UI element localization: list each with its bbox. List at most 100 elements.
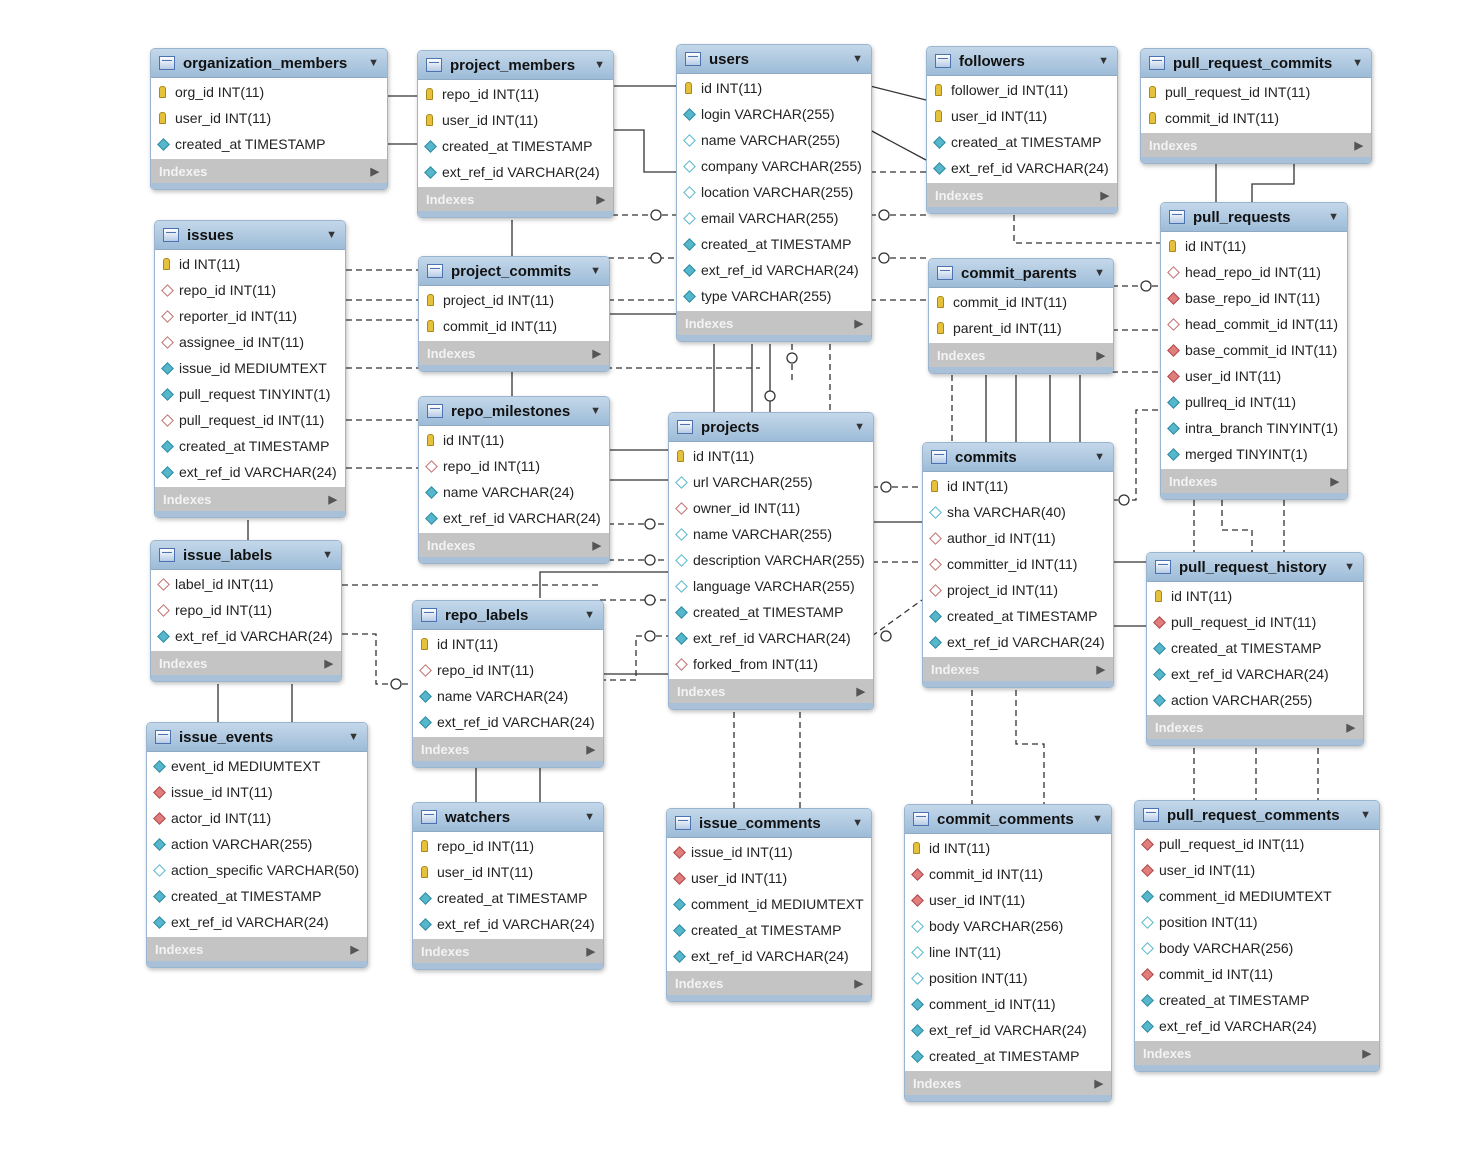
table-header[interactable]: projects ▼: [669, 413, 873, 442]
column-row[interactable]: ext_ref_id VARCHAR(24): [147, 909, 367, 935]
indexes-bar[interactable]: Indexes▶: [1141, 133, 1371, 157]
indexes-bar[interactable]: Indexes▶: [905, 1071, 1111, 1095]
column-row[interactable]: pull_request_id INT(11): [155, 407, 345, 433]
expand-indexes-icon[interactable]: ▶: [324, 657, 333, 670]
table-header[interactable]: issue_comments ▼: [667, 809, 871, 838]
indexes-bar[interactable]: Indexes▶: [413, 939, 603, 963]
collapse-arrow-icon[interactable]: ▼: [1352, 57, 1363, 69]
column-row[interactable]: comment_id INT(11): [905, 991, 1111, 1017]
column-row[interactable]: assignee_id INT(11): [155, 329, 345, 355]
column-row[interactable]: follower_id INT(11): [927, 77, 1117, 103]
collapse-arrow-icon[interactable]: ▼: [852, 53, 863, 65]
column-row[interactable]: ext_ref_id VARCHAR(24): [413, 911, 603, 937]
table-header[interactable]: project_commits ▼: [419, 257, 609, 286]
table-header[interactable]: pull_request_commits ▼: [1141, 49, 1371, 78]
column-row[interactable]: repo_id INT(11): [418, 81, 613, 107]
column-row[interactable]: email VARCHAR(255): [677, 205, 871, 231]
collapse-arrow-icon[interactable]: ▼: [584, 811, 595, 823]
collapse-arrow-icon[interactable]: ▼: [348, 731, 359, 743]
expand-indexes-icon[interactable]: ▶: [596, 193, 605, 206]
column-row[interactable]: forked_from INT(11): [669, 651, 873, 677]
column-row[interactable]: repo_id INT(11): [151, 597, 341, 623]
expand-indexes-icon[interactable]: ▶: [328, 493, 337, 506]
indexes-bar[interactable]: Indexes▶: [151, 651, 341, 675]
column-row[interactable]: ext_ref_id VARCHAR(24): [418, 159, 613, 185]
table-users[interactable]: users ▼ id INT(11) login VARCHAR(255) na…: [676, 44, 872, 342]
table-project-commits[interactable]: project_commits ▼ project_id INT(11) com…: [418, 256, 610, 372]
expand-indexes-icon[interactable]: ▶: [592, 539, 601, 552]
column-row[interactable]: position INT(11): [905, 965, 1111, 991]
column-row[interactable]: intra_branch TINYINT(1): [1161, 415, 1347, 441]
column-row[interactable]: ext_ref_id VARCHAR(24): [667, 943, 871, 969]
indexes-bar[interactable]: Indexes▶: [419, 341, 609, 365]
column-row[interactable]: created_at TIMESTAMP: [677, 231, 871, 257]
table-header[interactable]: commit_parents ▼: [929, 259, 1113, 288]
column-row[interactable]: commit_id INT(11): [419, 313, 609, 339]
column-row[interactable]: ext_ref_id VARCHAR(24): [419, 505, 609, 531]
indexes-bar[interactable]: Indexes▶: [927, 183, 1117, 207]
column-row[interactable]: committer_id INT(11): [923, 551, 1113, 577]
table-header[interactable]: users ▼: [677, 45, 871, 74]
expand-indexes-icon[interactable]: ▶: [1362, 1047, 1371, 1060]
column-row[interactable]: pull_request_id INT(11): [1147, 609, 1363, 635]
indexes-bar[interactable]: Indexes▶: [1135, 1041, 1379, 1065]
column-row[interactable]: repo_id INT(11): [155, 277, 345, 303]
column-row[interactable]: user_id INT(11): [667, 865, 871, 891]
table-commit-comments[interactable]: commit_comments ▼ id INT(11) commit_id I…: [904, 804, 1112, 1102]
column-row[interactable]: ext_ref_id VARCHAR(24): [413, 709, 603, 735]
collapse-arrow-icon[interactable]: ▼: [854, 421, 865, 433]
column-row[interactable]: head_repo_id INT(11): [1161, 259, 1347, 285]
collapse-arrow-icon[interactable]: ▼: [1094, 451, 1105, 463]
table-pull-request-commits[interactable]: pull_request_commits ▼ pull_request_id I…: [1140, 48, 1372, 164]
column-row[interactable]: merged TINYINT(1): [1161, 441, 1347, 467]
column-row[interactable]: created_at TIMESTAMP: [151, 131, 387, 157]
table-header[interactable]: repo_labels ▼: [413, 601, 603, 630]
column-row[interactable]: head_commit_id INT(11): [1161, 311, 1347, 337]
expand-indexes-icon[interactable]: ▶: [1346, 721, 1355, 734]
column-row[interactable]: pullreq_id INT(11): [1161, 389, 1347, 415]
column-row[interactable]: pull_request TINYINT(1): [155, 381, 345, 407]
column-row[interactable]: pull_request_id INT(11): [1141, 79, 1371, 105]
expand-indexes-icon[interactable]: ▶: [1096, 663, 1105, 676]
column-row[interactable]: created_at TIMESTAMP: [155, 433, 345, 459]
column-row[interactable]: issue_id MEDIUMTEXT: [155, 355, 345, 381]
column-row[interactable]: created_at TIMESTAMP: [1147, 635, 1363, 661]
indexes-bar[interactable]: Indexes▶: [677, 311, 871, 335]
column-row[interactable]: created_at TIMESTAMP: [905, 1043, 1111, 1069]
collapse-arrow-icon[interactable]: ▼: [852, 817, 863, 829]
table-organization-members[interactable]: organization_members ▼ org_id INT(11) us…: [150, 48, 388, 190]
column-row[interactable]: ext_ref_id VARCHAR(24): [905, 1017, 1111, 1043]
table-header[interactable]: issue_labels ▼: [151, 541, 341, 570]
column-row[interactable]: id INT(11): [155, 251, 345, 277]
expand-indexes-icon[interactable]: ▶: [592, 347, 601, 360]
column-row[interactable]: position INT(11): [1135, 909, 1379, 935]
table-pull-requests[interactable]: pull_requests ▼ id INT(11) head_repo_id …: [1160, 202, 1348, 500]
column-row[interactable]: issue_id INT(11): [667, 839, 871, 865]
column-row[interactable]: user_id INT(11): [905, 887, 1111, 913]
column-row[interactable]: issue_id INT(11): [147, 779, 367, 805]
indexes-bar[interactable]: Indexes▶: [929, 343, 1113, 367]
column-row[interactable]: repo_id INT(11): [413, 833, 603, 859]
expand-indexes-icon[interactable]: ▶: [350, 943, 359, 956]
column-row[interactable]: action VARCHAR(255): [1147, 687, 1363, 713]
indexes-bar[interactable]: Indexes▶: [667, 971, 871, 995]
column-row[interactable]: location VARCHAR(255): [677, 179, 871, 205]
column-row[interactable]: ext_ref_id VARCHAR(24): [1147, 661, 1363, 687]
column-row[interactable]: actor_id INT(11): [147, 805, 367, 831]
column-row[interactable]: created_at TIMESTAMP: [927, 129, 1117, 155]
column-row[interactable]: base_commit_id INT(11): [1161, 337, 1347, 363]
table-pull-request-history[interactable]: pull_request_history ▼ id INT(11) pull_r…: [1146, 552, 1364, 746]
column-row[interactable]: language VARCHAR(255): [669, 573, 873, 599]
table-header[interactable]: pull_request_comments ▼: [1135, 801, 1379, 830]
column-row[interactable]: ext_ref_id VARCHAR(24): [669, 625, 873, 651]
column-row[interactable]: id INT(11): [905, 835, 1111, 861]
expand-indexes-icon[interactable]: ▶: [854, 977, 863, 990]
table-project-members[interactable]: project_members ▼ repo_id INT(11) user_i…: [417, 50, 614, 218]
column-row[interactable]: line INT(11): [905, 939, 1111, 965]
column-row[interactable]: body VARCHAR(256): [1135, 935, 1379, 961]
column-row[interactable]: id INT(11): [413, 631, 603, 657]
collapse-arrow-icon[interactable]: ▼: [1094, 267, 1105, 279]
column-row[interactable]: created_at TIMESTAMP: [418, 133, 613, 159]
indexes-bar[interactable]: Indexes▶: [669, 679, 873, 703]
column-row[interactable]: author_id INT(11): [923, 525, 1113, 551]
